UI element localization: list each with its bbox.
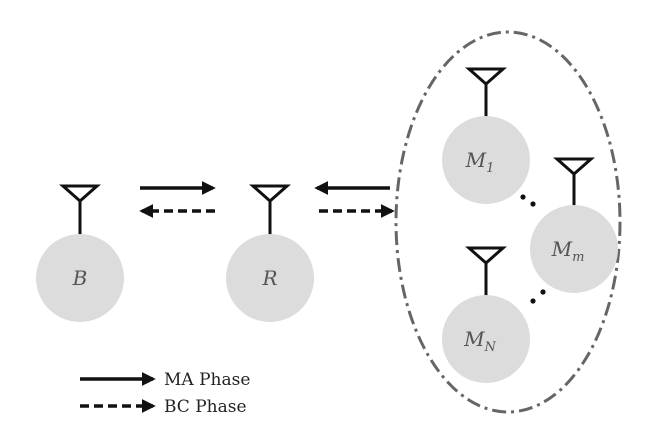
node-circle xyxy=(442,295,530,383)
node-label: MN xyxy=(463,327,496,355)
node-user-mn: MN xyxy=(442,246,530,383)
antenna-icon xyxy=(465,67,507,87)
node-label: M1 xyxy=(465,148,495,176)
ellipsis-dot xyxy=(530,201,536,207)
legend-ma-label: MA Phase xyxy=(164,370,250,390)
user-cluster-boundary xyxy=(394,30,622,414)
node-label: Mm xyxy=(551,237,585,265)
ellipsis-dot xyxy=(530,298,536,304)
node-user-m1: M1 xyxy=(442,67,530,204)
node-label: R xyxy=(261,266,277,290)
node-relay: R xyxy=(226,184,314,322)
node-circle xyxy=(442,116,530,204)
antenna-icon xyxy=(553,157,595,177)
node-base-station: B xyxy=(36,184,124,322)
node-user-mm: Mm xyxy=(530,157,618,293)
ellipsis-dot xyxy=(520,194,526,200)
antenna-icon xyxy=(59,184,101,204)
node-label: B xyxy=(72,266,88,290)
legend-bc-label: BC Phase xyxy=(164,397,247,417)
legend: MA Phase BC Phase xyxy=(80,370,250,417)
antenna-icon xyxy=(465,246,507,266)
ellipsis-dot xyxy=(540,289,546,295)
antenna-icon xyxy=(249,184,291,204)
node-circle xyxy=(226,234,314,322)
node-circle xyxy=(36,234,124,322)
node-circle xyxy=(530,205,618,293)
